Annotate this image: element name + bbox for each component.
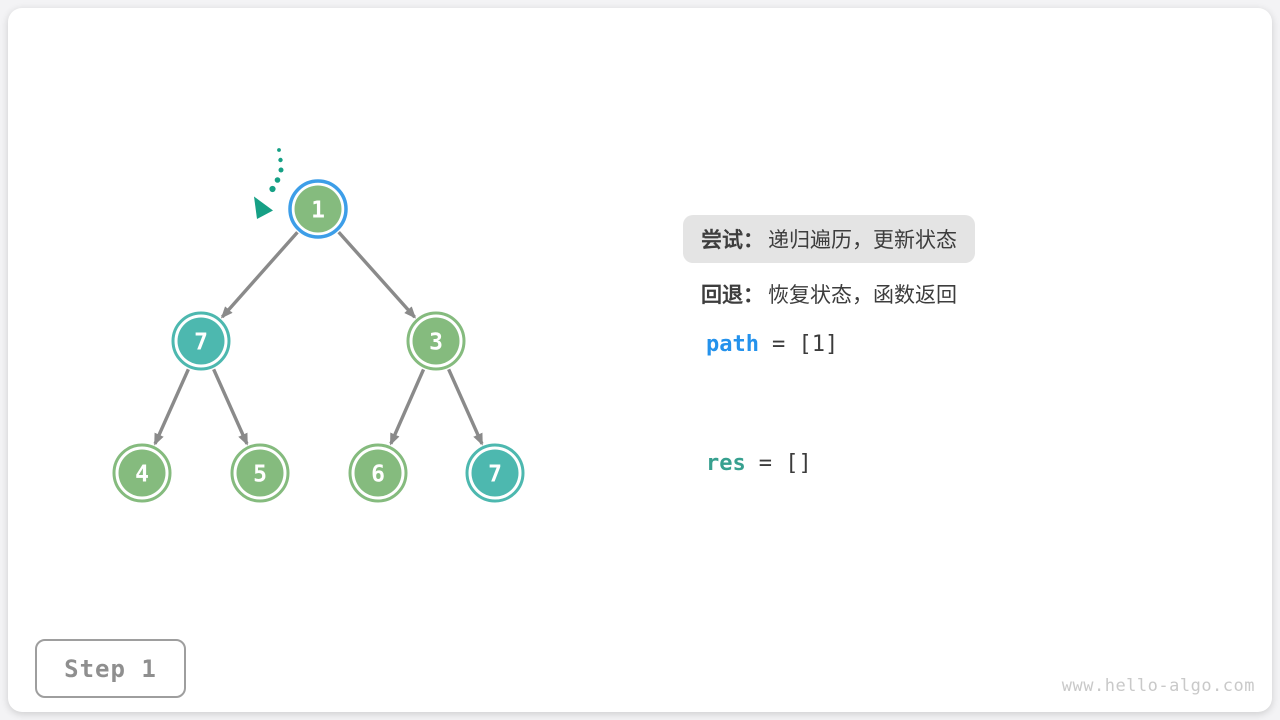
- tree-node: [294, 185, 342, 233]
- tree-node-ring: [112, 443, 172, 503]
- tree-nodes: 1 7 3 4 5 6 7: [112, 179, 525, 503]
- slide-card: [8, 8, 1272, 712]
- tree-edge: [389, 368, 426, 446]
- tree-node-value: 7: [488, 461, 502, 487]
- tree-node-value: 1: [311, 197, 325, 223]
- tree-edge: [212, 368, 249, 446]
- tree-node-ring-active: [288, 179, 348, 239]
- try-callout: 尝试： 递归遍历，更新状态: [683, 215, 975, 263]
- tree-edges: [153, 230, 484, 446]
- try-label: 尝试：: [701, 229, 764, 252]
- step-badge: Step 1: [35, 639, 186, 698]
- res-variable-value: = []: [758, 450, 812, 476]
- back-text: 恢复状态，函数返回: [768, 284, 957, 307]
- tree-node-value: 5: [253, 461, 267, 487]
- back-label: 回退：: [701, 284, 764, 307]
- path-variable-value: = [1]: [771, 331, 839, 357]
- tree-node: [236, 449, 284, 497]
- try-text: 递归遍历，更新状态: [768, 229, 957, 252]
- tree-node-ring: [348, 443, 408, 503]
- watermark: www.hello-algo.com: [1061, 676, 1255, 696]
- path-variable-name: path: [706, 331, 759, 357]
- res-variable-line: res = []: [706, 449, 812, 477]
- tree-node: [177, 317, 225, 365]
- res-variable-name: res: [706, 450, 746, 476]
- back-callout: 回退： 恢复状态，函数返回: [701, 281, 957, 307]
- step-label: Step 1: [64, 654, 157, 683]
- tree-node-ring: [230, 443, 290, 503]
- tree-node-ring: [406, 311, 466, 371]
- tree-edge: [220, 231, 299, 319]
- tree-node: [412, 317, 460, 365]
- tree-node-value: 4: [135, 461, 149, 487]
- path-variable-line: path = [1]: [706, 330, 838, 358]
- tree-node-ring: [171, 311, 231, 371]
- tree-node-ring: [465, 443, 525, 503]
- tree-edge: [447, 368, 484, 446]
- tree-node-value: 6: [371, 461, 385, 487]
- tree-node: [118, 449, 166, 497]
- tree-node-value: 3: [429, 329, 443, 355]
- pointer-arrow-icon: [254, 148, 284, 219]
- tree-edge: [153, 368, 190, 446]
- tree-node: [471, 449, 519, 497]
- tree-node: [354, 449, 402, 497]
- tree-edge: [337, 230, 417, 319]
- tree-node-value: 7: [194, 329, 208, 355]
